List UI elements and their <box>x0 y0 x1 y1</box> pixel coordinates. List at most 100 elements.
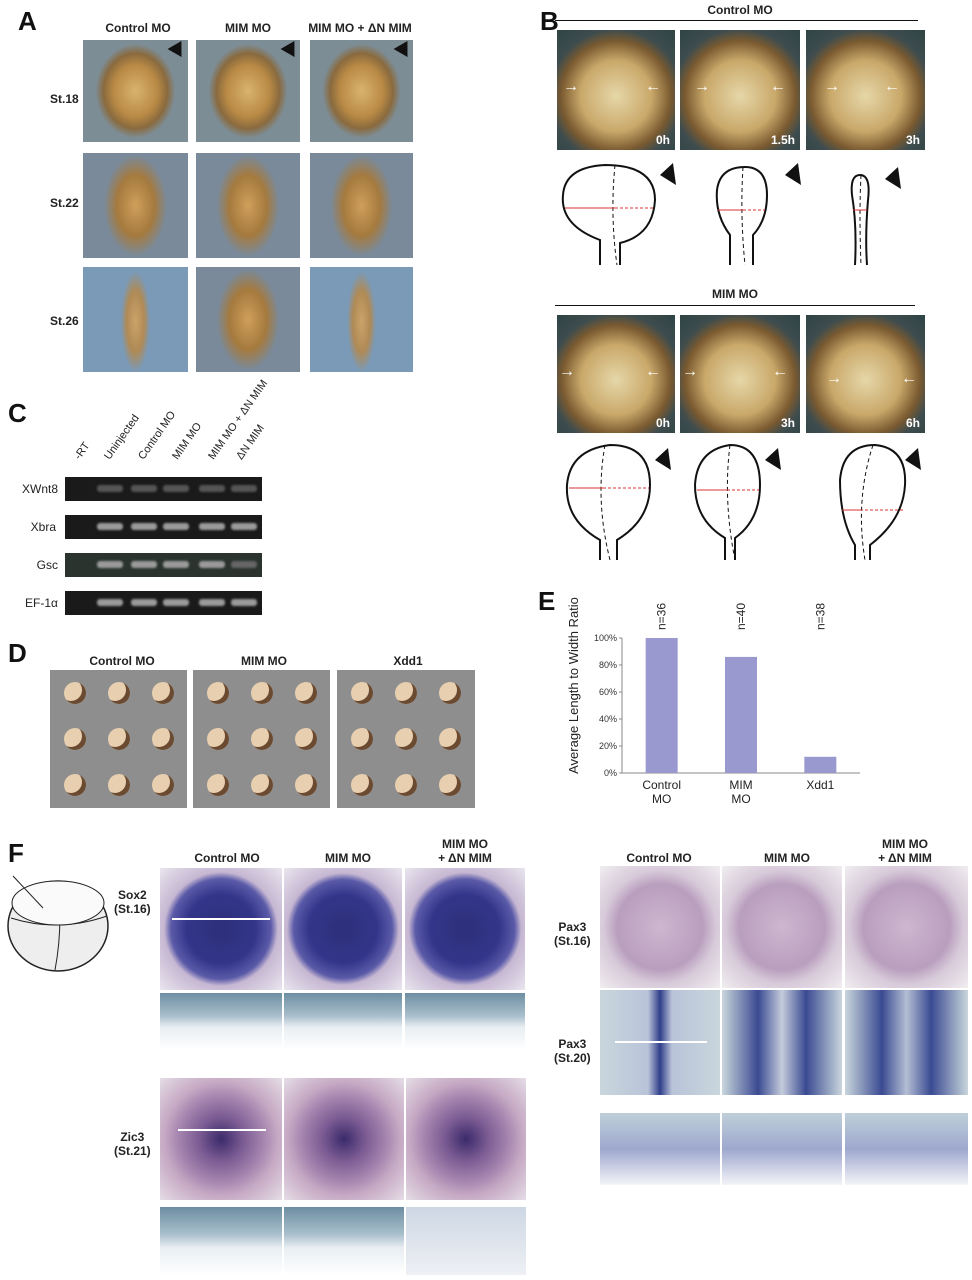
group-title: MIM MO <box>712 287 758 301</box>
explant-outline-drawings <box>561 163 901 266</box>
x-tick-label: Xdd1 <box>806 778 834 792</box>
panel-label-c: C <box>8 398 27 428</box>
embryo-group-image <box>193 670 330 808</box>
col-header: Xdd1 <box>393 654 423 668</box>
embryo <box>439 774 461 796</box>
gel-strip <box>65 515 262 539</box>
embryo <box>351 774 373 796</box>
col-header: MIM MO <box>764 851 810 865</box>
in-situ-image <box>284 1078 404 1200</box>
embryo-image <box>310 153 413 258</box>
cross-section-image <box>160 1207 282 1275</box>
cross-section-image <box>160 993 282 1050</box>
embryo-image <box>196 40 300 142</box>
embryo <box>395 774 417 796</box>
group-title: Control MO <box>707 3 773 17</box>
y-tick-label: 100% <box>594 633 617 643</box>
embryo <box>351 728 373 750</box>
in-situ-image <box>845 990 968 1095</box>
time-label: 0h <box>655 416 670 430</box>
embryo-image <box>196 267 300 372</box>
cross-section-image <box>405 993 525 1050</box>
embryo <box>152 728 174 750</box>
panel-label-e: E <box>538 586 556 616</box>
embryo-injection-drawing <box>7 875 109 972</box>
x-tick-label: Control <box>642 778 681 792</box>
divider <box>555 305 915 306</box>
row-label: Pax3(St.16) <box>554 920 591 948</box>
panel-label-d: D <box>8 638 27 668</box>
row-label: St.26 <box>50 314 79 328</box>
gene-label: XWnt8 <box>21 482 58 496</box>
n-label: n=40 <box>734 603 748 630</box>
embryo <box>108 728 130 750</box>
embryo-image <box>310 267 413 372</box>
divider <box>555 20 918 21</box>
n-label: n=38 <box>813 603 827 630</box>
embryo <box>207 682 229 704</box>
y-tick-label: 40% <box>599 714 617 724</box>
embryo <box>108 682 130 704</box>
bar-chart: 0%20%40%60%80%100%ControlMOn=36MIMMOn=40… <box>566 597 860 806</box>
in-situ-image <box>845 866 968 988</box>
embryo <box>251 774 273 796</box>
gene-label: Gsc <box>36 558 58 572</box>
explant-image: →←0h <box>557 30 675 150</box>
embryo <box>64 682 86 704</box>
embryo <box>295 774 317 796</box>
col-header: + ΔN MIM <box>438 851 492 865</box>
gel-strip <box>65 591 262 615</box>
col-header: MIM MO + ΔN MIM <box>308 21 412 35</box>
in-situ-image <box>722 990 842 1095</box>
cross-section-image <box>406 1207 526 1275</box>
bar <box>645 638 678 773</box>
embryo <box>395 728 417 750</box>
embryo <box>152 682 174 704</box>
bar <box>804 756 837 773</box>
embryo <box>64 774 86 796</box>
gel-strip <box>65 477 262 501</box>
row-label: Zic3(St.21) <box>114 1130 151 1158</box>
embryo <box>108 774 130 796</box>
embryo <box>152 774 174 796</box>
col-header: MIM MO <box>241 654 287 668</box>
explant-image: →←6h <box>806 315 925 433</box>
col-header: Control MO <box>105 21 171 35</box>
embryo <box>207 728 229 750</box>
in-situ-image <box>406 1078 526 1200</box>
embryo-image <box>83 153 188 258</box>
panel-label-f: F <box>8 838 24 868</box>
y-tick-label: 20% <box>599 741 617 751</box>
embryo <box>295 682 317 704</box>
embryo <box>351 682 373 704</box>
y-tick-label: 60% <box>599 687 617 697</box>
in-situ-image <box>405 868 525 990</box>
col-header: MIM MO <box>225 21 271 35</box>
gene-label: Xbra <box>30 520 56 534</box>
in-situ-image <box>284 868 402 990</box>
col-header: Control MO <box>89 654 155 668</box>
in-situ-image <box>160 1078 282 1200</box>
embryo-image <box>196 153 300 258</box>
time-label: 3h <box>780 416 795 430</box>
n-label: n=36 <box>655 603 669 630</box>
x-tick-label: MO <box>652 792 671 806</box>
embryo-image <box>83 267 188 372</box>
y-axis-title: Average Length to Width Ratio <box>566 597 581 774</box>
time-label: 1.5h <box>770 133 795 147</box>
embryo <box>251 682 273 704</box>
col-header: Control MO <box>626 851 692 865</box>
explant-image: →←0h <box>557 315 675 433</box>
y-tick-label: 80% <box>599 660 617 670</box>
col-header: + ΔN MIM <box>878 851 932 865</box>
embryo-image <box>83 40 188 142</box>
bar <box>725 656 757 773</box>
gel-strip <box>65 553 262 577</box>
cross-section-image <box>845 1113 968 1185</box>
explant-image: →←3h <box>680 315 800 433</box>
embryo <box>439 728 461 750</box>
in-situ-image <box>600 990 720 1095</box>
row-label: St.18 <box>50 92 79 106</box>
panel-label-a: A <box>18 6 37 36</box>
